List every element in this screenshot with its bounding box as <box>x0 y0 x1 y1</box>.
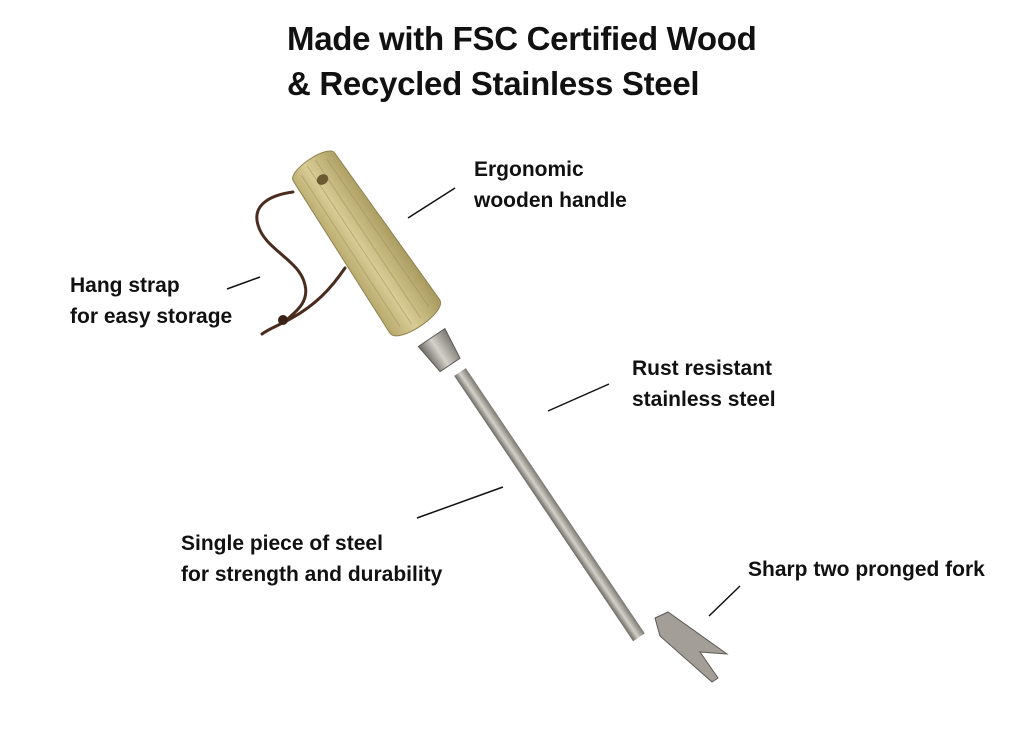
callout-single-line2: for strength and durability <box>181 563 443 586</box>
callout-strap: Hang strap for easy storage <box>70 270 232 332</box>
callout-single-line1: Single piece of steel <box>181 532 383 555</box>
callout-rust-line1: Rust resistant <box>632 357 773 380</box>
callout-handle-line1: Ergonomic <box>474 158 584 181</box>
callout-single-piece: Single piece of steel for strength and d… <box>181 528 442 590</box>
callout-strap-line2: for easy storage <box>70 305 233 328</box>
callout-handle-line2: wooden handle <box>474 189 627 212</box>
diagram-title: Made with FSC Certified Wood & Recycled … <box>287 16 757 106</box>
leader-lines <box>226 187 741 617</box>
fork-head <box>654 611 729 683</box>
hang-strap <box>255 190 347 336</box>
callout-rust: Rust resistant stainless steel <box>632 353 776 415</box>
callout-handle: Ergonomic wooden handle <box>474 154 627 216</box>
callout-strap-line1: Hang strap <box>70 274 180 297</box>
callout-fork: Sharp two pronged fork <box>748 554 985 585</box>
callout-rust-line2: stainless steel <box>632 388 776 411</box>
title-line-1: Made with FSC Certified Wood <box>287 20 757 57</box>
callout-fork-line1: Sharp two pronged fork <box>748 558 985 581</box>
wooden-handle <box>292 150 441 337</box>
steel-shaft <box>454 368 645 642</box>
title-line-2: & Recycled Stainless Steel <box>287 65 700 102</box>
